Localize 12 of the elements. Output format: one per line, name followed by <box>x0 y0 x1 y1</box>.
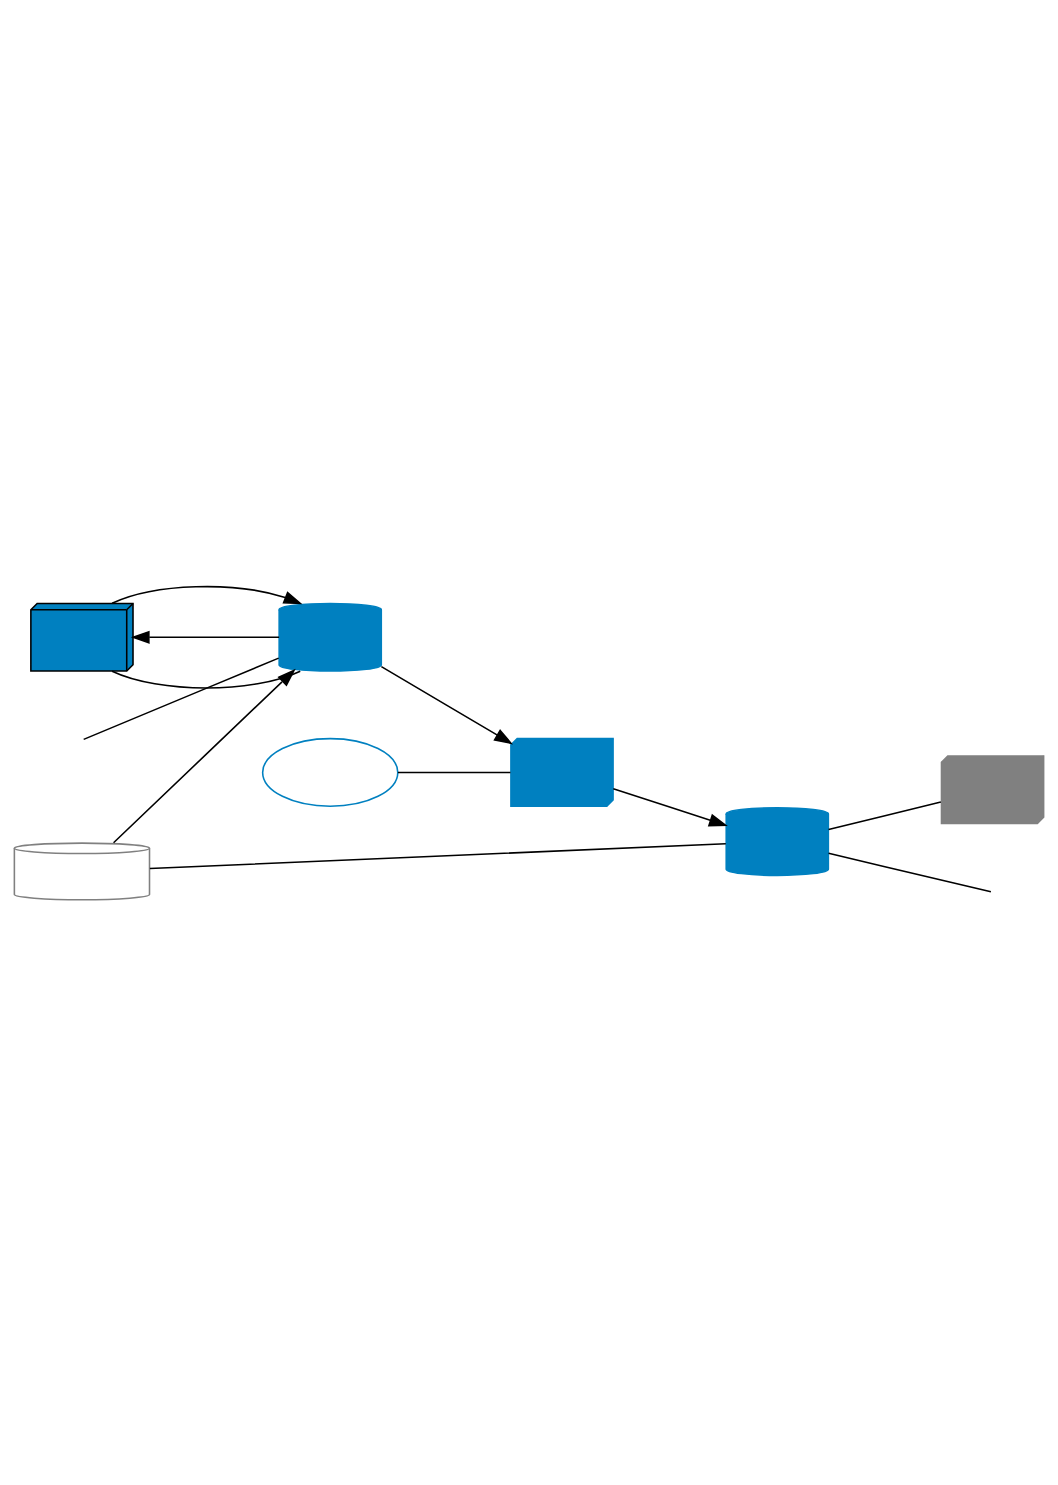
arrow <box>612 787 728 826</box>
arrow <box>130 630 280 644</box>
connector <box>827 852 992 893</box>
arrow <box>112 668 296 843</box>
arrow <box>111 585 303 604</box>
connector <box>149 842 727 869</box>
connector <box>397 771 512 773</box>
arrow <box>380 665 513 744</box>
connector <box>111 669 302 689</box>
node-cloud <box>261 737 399 807</box>
connector <box>827 800 942 830</box>
connector <box>82 656 280 740</box>
